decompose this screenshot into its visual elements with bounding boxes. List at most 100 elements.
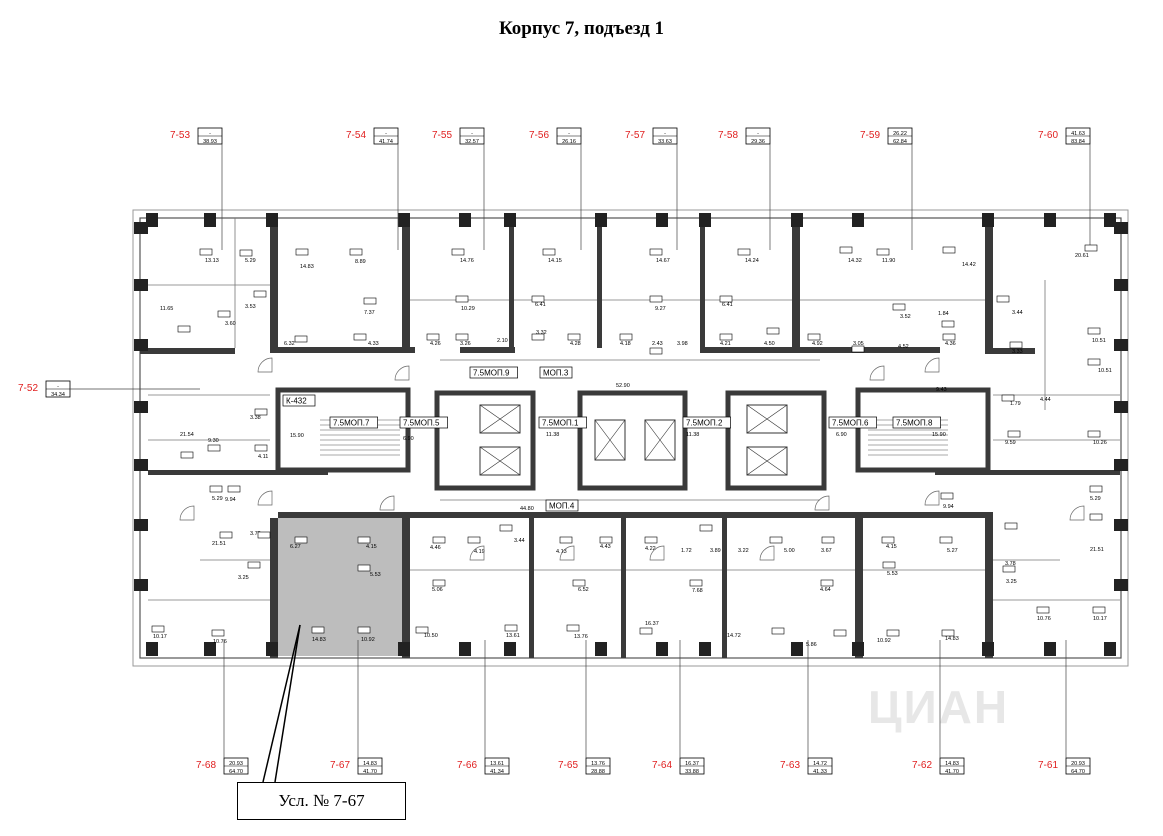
room-number-box xyxy=(349,248,363,256)
room-area-label: 3.60 xyxy=(225,321,236,327)
room-number-box xyxy=(807,333,821,341)
unit-id: 7-59 xyxy=(860,130,880,141)
room-area-label: 9.30 xyxy=(208,438,219,444)
room-number-box xyxy=(649,248,663,256)
room-area-label: 3.25 xyxy=(238,575,249,581)
room-area-label: 9.94 xyxy=(225,497,236,503)
unit-total-area: 41.34 xyxy=(490,769,504,775)
room-area-label: 10.29 xyxy=(461,306,475,312)
wall xyxy=(985,348,1035,354)
elevator-shaft xyxy=(644,419,676,461)
room-number-box xyxy=(426,333,440,341)
wall xyxy=(700,218,705,348)
room-area-label: 4.18 xyxy=(620,341,631,347)
building-outline xyxy=(132,209,1129,667)
elevator-cross xyxy=(479,446,521,476)
watermark-text: ЦИАН xyxy=(868,681,1010,733)
corridor-label: 7.5МОП.2 xyxy=(686,419,723,428)
wall xyxy=(270,518,278,658)
unit-id: 7-55 xyxy=(432,130,452,141)
unit-living-area: 26.22 xyxy=(893,131,907,137)
room-number-box xyxy=(942,246,956,254)
room-area-label: 10.17 xyxy=(1093,616,1107,622)
elevator-shaft xyxy=(746,404,788,434)
room-area-label: 7.37 xyxy=(364,310,375,316)
room-area-label: 2.10 xyxy=(497,338,508,344)
room-number-box xyxy=(567,333,581,341)
unit-living-area: 20.93 xyxy=(1071,761,1085,767)
column xyxy=(699,213,711,227)
room-area-label: 3.78 xyxy=(250,531,261,537)
room-number-box xyxy=(357,626,371,634)
unit-living-area: 41.63 xyxy=(1071,131,1085,137)
unit-total-area: 38.93 xyxy=(203,139,217,145)
column xyxy=(266,642,278,656)
corridor-label-box xyxy=(682,416,731,429)
room-area-label: 4.46 xyxy=(430,545,441,551)
elevator-cross xyxy=(746,446,788,476)
room-area-label: 4.43 xyxy=(600,544,611,550)
wall xyxy=(858,512,993,518)
room-area-label: 2.43 xyxy=(652,341,663,347)
elevator-cross xyxy=(479,404,521,434)
room-area-label: 44.80 xyxy=(520,506,534,512)
corridor-label-box xyxy=(828,416,877,429)
wall xyxy=(402,218,410,348)
room-area-label: 3.52 xyxy=(900,314,911,320)
room-area-label: 4.28 xyxy=(570,341,581,347)
unit-total-area: 41.70 xyxy=(945,769,959,775)
unit-total-area: 83.84 xyxy=(1071,139,1085,145)
unit-id: 7-57 xyxy=(625,130,645,141)
corridor-label-box xyxy=(545,499,579,512)
unit-living-area: - xyxy=(385,131,387,137)
room-area-label: 3.78 xyxy=(1005,561,1016,567)
unit-id: 7-54 xyxy=(346,130,366,141)
room-number-box xyxy=(254,444,268,452)
room-area-label: 3.44 xyxy=(1012,310,1023,316)
column xyxy=(134,579,148,591)
room-area-label: 5.29 xyxy=(1090,496,1101,502)
unit-living-area: - xyxy=(757,131,759,137)
unit-caption-box: Усл. № 7-67 xyxy=(237,782,406,820)
room-number-box xyxy=(1087,327,1101,335)
unit-tag-7-53: 7-53-38.93 xyxy=(170,127,223,145)
room-number-box xyxy=(942,333,956,341)
room-area-label: 4.26 xyxy=(430,341,441,347)
column xyxy=(1114,459,1128,471)
door-swing xyxy=(394,365,410,381)
corridor-label: 7.5МОП.5 xyxy=(403,419,440,428)
pointer-line xyxy=(274,624,301,783)
unit-id: 7-64 xyxy=(652,760,672,771)
corridor-label-box xyxy=(538,416,587,429)
wall xyxy=(597,218,602,348)
door-swing xyxy=(559,545,575,561)
door-swing xyxy=(649,545,665,561)
wall xyxy=(402,518,410,658)
room-number-box xyxy=(1084,244,1098,252)
room-number-box xyxy=(295,248,309,256)
wall xyxy=(722,518,727,658)
room-area-label: 6.27 xyxy=(290,544,301,550)
room-number-box xyxy=(1089,513,1103,521)
door-swing xyxy=(1069,505,1085,521)
wall xyxy=(529,518,534,658)
room-area-label: 13.13 xyxy=(205,258,219,264)
room-area-label: 4.19 xyxy=(474,549,485,555)
core-block xyxy=(434,390,536,491)
room-area-label: 3.67 xyxy=(821,548,832,554)
room-number-box xyxy=(1002,565,1016,573)
room-number-box xyxy=(415,626,429,634)
room-area-label: 4.15 xyxy=(366,544,377,550)
room-area-label: 14.83 xyxy=(312,637,326,643)
wall xyxy=(985,218,993,348)
unit-living-area: - xyxy=(568,131,570,137)
room-area-label: 14.24 xyxy=(745,258,759,264)
unit-total-area: 34.34 xyxy=(51,392,65,398)
column xyxy=(266,213,278,227)
unit-id: 7-66 xyxy=(457,760,477,771)
column xyxy=(1114,279,1128,291)
unit-total-area: 26.16 xyxy=(562,139,576,145)
column xyxy=(134,339,148,351)
